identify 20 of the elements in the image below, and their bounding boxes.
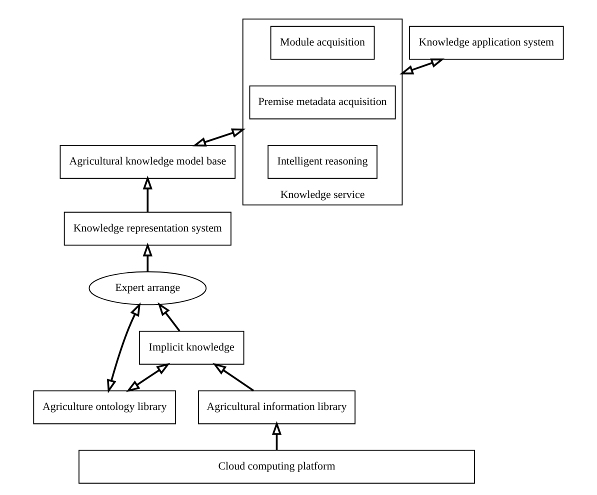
node-box: Agriculture ontology library bbox=[33, 390, 176, 424]
node-box: Cloud computing platform bbox=[78, 450, 475, 484]
node-box: Implicit knowledge bbox=[138, 330, 244, 365]
arrow bbox=[142, 242, 152, 272]
node-box: Module acquisition bbox=[270, 26, 375, 60]
arrow bbox=[212, 362, 254, 392]
node-box: Intelligent reasoning bbox=[268, 144, 378, 179]
node-box: Premise metadata acquisition bbox=[249, 85, 396, 120]
node-box: Agricultural information library bbox=[198, 390, 356, 424]
arrow bbox=[106, 302, 141, 394]
arrow bbox=[272, 421, 282, 450]
node-box: Agricultural knowledge model base bbox=[60, 144, 236, 179]
arrow bbox=[192, 128, 246, 146]
arrow bbox=[400, 58, 445, 74]
arrow bbox=[126, 362, 170, 392]
arrow bbox=[158, 302, 180, 332]
node-box: Knowledge representation system bbox=[64, 212, 232, 246]
node-box: Knowledge application system bbox=[409, 26, 564, 60]
node-ellipse: Expert arrange bbox=[88, 271, 207, 306]
arrow bbox=[142, 176, 152, 212]
